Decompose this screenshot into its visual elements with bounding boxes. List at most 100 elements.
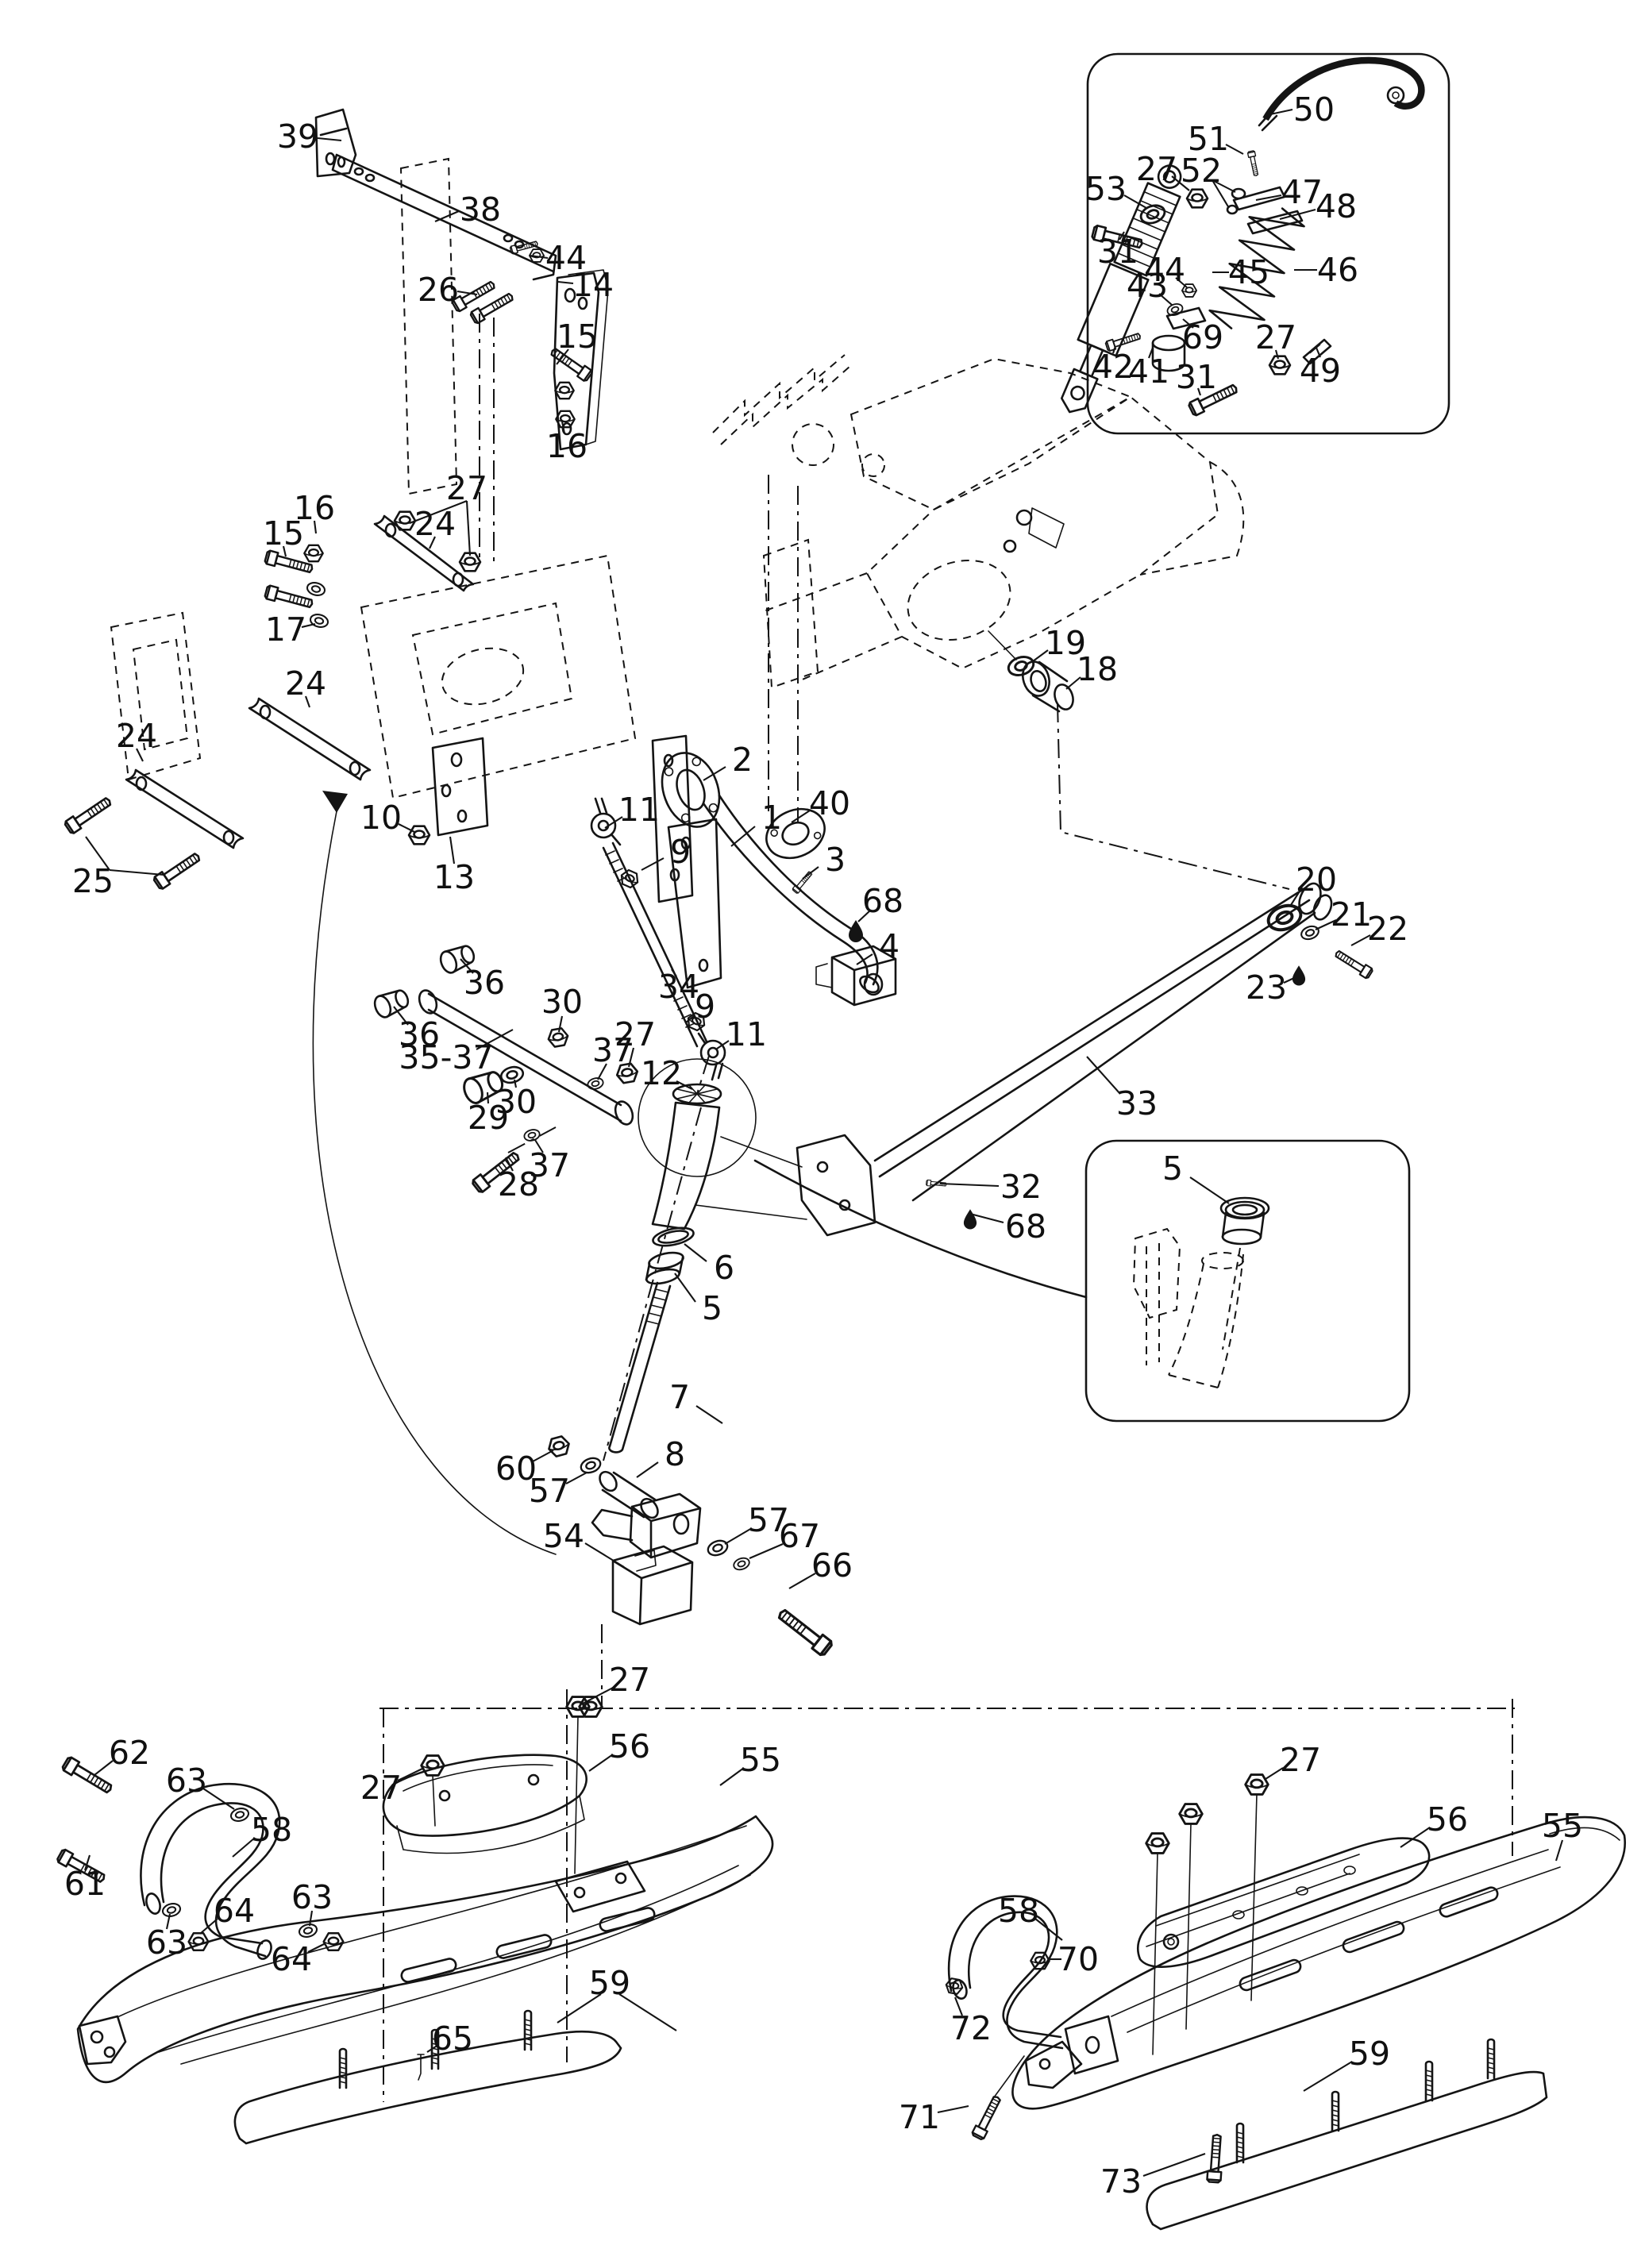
part-label-32-46: 32 (939, 1168, 1042, 1206)
part-label-50-60: 50 (1269, 90, 1335, 129)
part-label-11-40: 11 (716, 1015, 767, 1053)
part-number-text: 27 (1255, 318, 1296, 356)
leader-line (588, 1754, 614, 1772)
part-label-23-31: 23 (1246, 968, 1295, 1007)
part-number-text: 43 (1127, 267, 1168, 305)
part-label-26-3: 26 (418, 271, 478, 309)
leader-line (857, 910, 871, 922)
leader-line (1554, 1839, 1564, 1862)
part-label-27-58: 27 (582, 1661, 650, 1704)
leader-line (674, 1273, 696, 1303)
leader-line (457, 290, 478, 296)
leader-line (393, 1006, 409, 1026)
part-number-text: 15 (263, 514, 304, 553)
part-label-16-9: 16 (294, 489, 335, 534)
leader-line (1274, 349, 1280, 360)
part-number-text: 3 (825, 841, 846, 879)
part-number-text: 27 (609, 1661, 650, 1699)
part-label-38-1: 38 (434, 191, 501, 229)
part-number-text: 51 (1188, 120, 1229, 158)
part-number-text: 70 (1058, 1940, 1099, 1978)
leader-line (618, 1993, 677, 2031)
part-label-35-37-35: 35-37 (399, 1029, 514, 1076)
leader-line (1283, 977, 1295, 984)
part-label-22-30: 22 (1350, 910, 1408, 948)
part-number-text: 4 (879, 927, 900, 965)
leader-line (513, 1079, 518, 1088)
leader-line (94, 1760, 114, 1776)
leader-line (85, 836, 110, 871)
part-number-text: 59 (589, 1964, 630, 2002)
part-label-10-15: 10 (360, 799, 415, 837)
part-label-58-80: 58 (232, 1811, 292, 1858)
part-label-69-72: 69 (1182, 318, 1223, 356)
part-number-text: 30 (541, 983, 583, 1021)
leader-line (1315, 919, 1337, 930)
part-label-15-5: 15 (556, 318, 598, 365)
inset-spindle-bushing (1084, 1139, 1411, 1423)
part-label-3-22: 3 (802, 841, 846, 880)
part-number-text: 14 (572, 266, 614, 304)
part-label-51-61: 51 (1188, 120, 1244, 158)
part-number-text: 57 (748, 1501, 789, 1539)
part-label-2-19: 2 (703, 741, 753, 781)
part-number-text: 24 (285, 664, 326, 703)
part-number-text: 31 (1097, 233, 1138, 271)
leader-line (1212, 179, 1236, 193)
part-label-56-87: 56 (588, 1727, 650, 1772)
part-number-text: 29 (468, 1099, 509, 1137)
leader-line (604, 816, 623, 829)
part-number-text: 33 (1116, 1084, 1158, 1122)
part-label-12-41: 12 (641, 1054, 693, 1092)
leader-line (398, 823, 415, 833)
part-number-text: 36 (399, 1015, 440, 1053)
leader-line (397, 1767, 425, 1781)
part-label-44-68: 44 (1144, 251, 1188, 289)
leader-line (716, 1040, 730, 1049)
part-label-25-14: 25 (72, 836, 164, 900)
leader-line (671, 968, 677, 977)
leader-line (1316, 347, 1321, 358)
leader-line (561, 421, 566, 434)
part-label-21-29: 21 (1315, 895, 1372, 934)
part-label-31-67: 31 (1097, 231, 1138, 271)
part-label-36-34: 36 (393, 1006, 440, 1053)
part-label-24-12: 24 (285, 664, 326, 708)
leader-line (109, 868, 164, 876)
leader-line (282, 545, 287, 557)
part-number-text: 44 (1144, 251, 1185, 289)
part-label-1-20: 1 (730, 799, 782, 847)
leader-line (1400, 1827, 1431, 1848)
part-label-63-84: 63 (291, 1878, 333, 1927)
part-label-9-39: 9 (685, 988, 715, 1026)
leader-line (1175, 277, 1188, 288)
leader-line (1142, 2153, 1206, 2177)
part-label-72-95: 72 (950, 1997, 992, 2047)
leader-line (719, 1767, 745, 1786)
part-number-text: 26 (418, 271, 459, 309)
part-number-text: 2 (732, 741, 753, 779)
part-number-text: 30 (495, 1083, 537, 1121)
leader-line (305, 695, 310, 708)
part-label-37-44: 37 (529, 1139, 570, 1184)
part-number-text: 68 (862, 882, 903, 920)
part-label-5-59: 5 (1162, 1149, 1230, 1204)
part-label-73-97: 73 (1100, 2153, 1206, 2201)
leader-line (1171, 175, 1190, 191)
part-number-text: 7 (669, 1378, 690, 1416)
ski-leg-spindle (545, 1058, 1088, 1718)
part-label-68-47: 68 (969, 1207, 1046, 1246)
part-number-text: 55 (1542, 1807, 1583, 1845)
part-number-text: 66 (811, 1546, 853, 1585)
leader-line (460, 958, 474, 974)
leader-line (1290, 887, 1303, 906)
shock-body (1060, 164, 1182, 414)
part-number-text: 20 (1296, 861, 1337, 899)
part-number-text: 56 (609, 1727, 650, 1765)
part-label-71-96: 71 (899, 2098, 969, 2136)
part-label-41-73: 41 (1128, 347, 1169, 391)
leader-line (1182, 318, 1194, 329)
part-label-37-38: 37 (592, 1031, 634, 1080)
part-number-text: 16 (546, 427, 588, 465)
